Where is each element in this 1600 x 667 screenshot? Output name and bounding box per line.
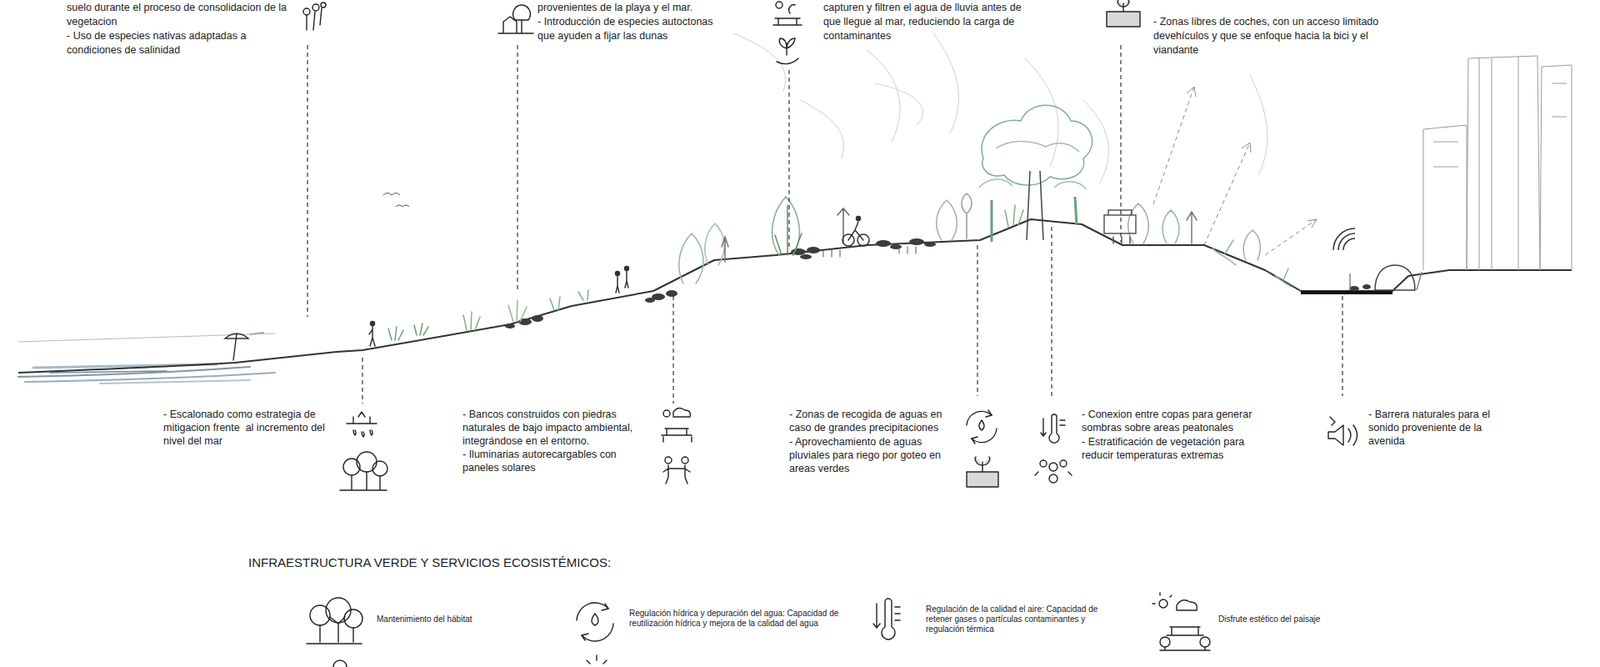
annotation-text: suelo durante el proceso de consolidacio… (66, 0, 288, 30)
street-floor (1300, 290, 1393, 295)
big-tree (979, 105, 1093, 242)
air-arrowheads (1186, 86, 1317, 228)
legend-text: Regulación de la calidad el aire: Capaci… (925, 604, 1120, 635)
annotation-text: - Bancos construidos con piedras natural… (462, 407, 653, 448)
annotation-text: - Conexion entre copas para generar somb… (1081, 407, 1272, 435)
annotation-text: - Iluminarias autorecargables con panele… (462, 447, 653, 475)
annotation-text: - Introducción de especies autoctonas qu… (537, 15, 731, 44)
annotation-text: - Aprovechamiento de aguas pluviales par… (789, 435, 961, 475)
buildings (1423, 55, 1572, 270)
annotation-text: - Escalonado como estrategia de mitigaci… (163, 407, 335, 448)
terrain-profile (18, 219, 1572, 373)
legend-heading: INFRAESTRUCTURA VERDE Y SERVICIOS ECOSIS… (248, 555, 715, 570)
annotation-text: provenientes de la playa y el mar. (537, 0, 731, 15)
air-arrows (1153, 86, 1317, 255)
legend-icons (306, 592, 1210, 667)
annotation-text: - Estratificación de vegetación para red… (1081, 435, 1272, 462)
annotation-text: - Uso de especies nativas adaptadas a co… (66, 29, 288, 58)
legend-text: Disfrute estético del paisaje (1218, 614, 1402, 625)
legend-text: Regulación hídrica y depuración del agua… (629, 608, 855, 629)
stones (505, 238, 1371, 329)
service-icons (303, 0, 1358, 490)
annotation-text: - Zonas de recogida de aguas en caso de … (789, 407, 961, 435)
leader-lines (307, 45, 1343, 404)
annotation-text: - Zonas libres de coches, con un acceso … (1153, 15, 1380, 58)
figures (225, 210, 1136, 360)
sea (18, 332, 275, 384)
annotation-text: capturen y filtren el agua de lluvia ant… (823, 0, 1028, 44)
vegetation (388, 193, 1292, 340)
annotation-text: - Barrera naturales para el sonido prove… (1368, 407, 1500, 448)
street (1333, 228, 1422, 290)
legend-text: Mantenimiento del hábitat (376, 614, 544, 625)
birds (383, 193, 410, 208)
